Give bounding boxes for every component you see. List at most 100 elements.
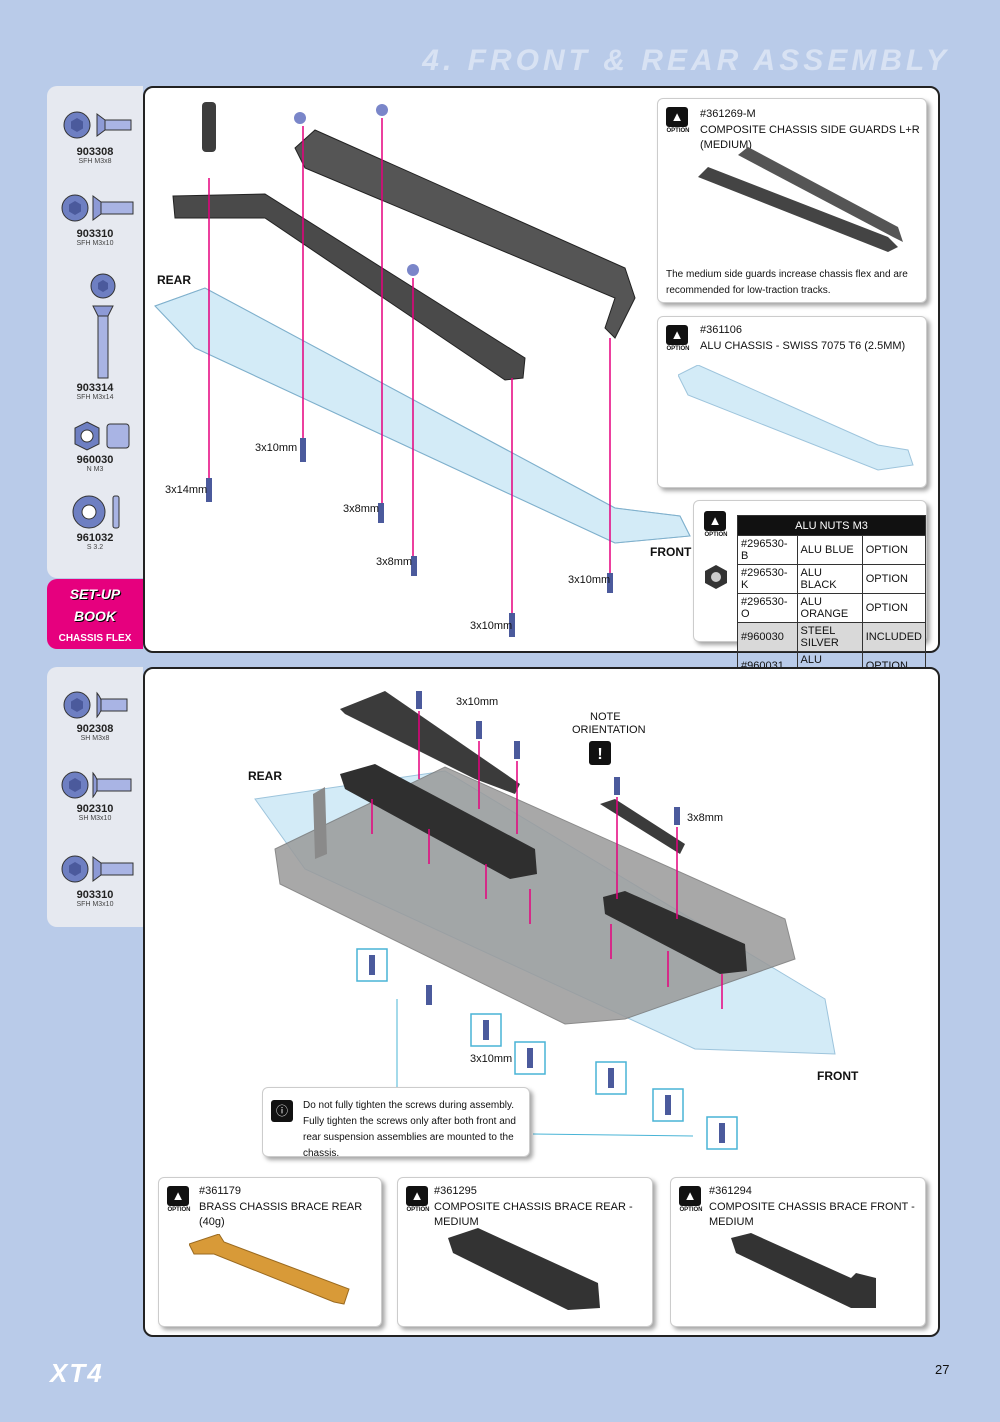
hardware-code: 903308 bbox=[76, 146, 114, 158]
rear-label: REAR bbox=[157, 273, 192, 287]
brand-logo: XT4 bbox=[50, 1358, 104, 1388]
setup-book-title: SET-UP bbox=[69, 586, 121, 602]
thumbs-up-icon: ▲OPTION bbox=[666, 325, 690, 352]
countersunk-screw-icon bbox=[63, 111, 132, 139]
hardware-item: 961032 S 3.2 bbox=[47, 492, 143, 551]
thumbs-up-icon: ▲OPTION bbox=[679, 1186, 703, 1213]
screw-size-label: 3x14mm bbox=[165, 484, 208, 496]
front-label: FRONT bbox=[650, 545, 692, 559]
button-head-screw-icon bbox=[63, 691, 128, 719]
hardware-desc: S 3.2 bbox=[86, 544, 104, 551]
brass-brace-image bbox=[189, 1234, 350, 1305]
screw-size-label: 3x8mm bbox=[687, 812, 724, 824]
countersunk-screw-icon bbox=[61, 855, 134, 883]
option-callout-side-guards: ▲OPTION #361269-M COMPOSITE CHASSIS SIDE… bbox=[657, 98, 927, 303]
upper-assembly-panel: REAR FRONT 3x10mm 3x14mm 3x8mm 3x8mm 3x1… bbox=[143, 86, 940, 681]
screw-size-label: 3x10mm bbox=[568, 574, 611, 586]
screw-size-label: 3x8mm bbox=[376, 556, 413, 568]
hardware-item: 903308 SFH M3x8 bbox=[47, 106, 143, 165]
chassis-exploded-drawing bbox=[154, 102, 691, 637]
thumbs-up-icon: ▲OPTION bbox=[406, 1186, 430, 1213]
setup-book-tab[interactable]: SET-UP BOOK CHASSIS FLEX bbox=[47, 579, 143, 649]
hardware-code: 903310 bbox=[76, 889, 114, 901]
setup-book-subtitle: CHASSIS FLEX bbox=[58, 633, 132, 644]
section-title: 4. FRONT & REAR ASSEMBLY bbox=[422, 44, 950, 77]
screw-size-label: 3x10mm bbox=[470, 620, 513, 632]
front-label: FRONT bbox=[817, 1069, 859, 1083]
hardware-code: 960030 bbox=[76, 454, 114, 466]
thumbs-up-icon: ▲OPTION bbox=[666, 107, 690, 134]
hardware-code: 961032 bbox=[76, 532, 114, 544]
screw-size-label: 3x10mm bbox=[456, 696, 499, 708]
assembly-tip-callout: ⓘ Do not fully tighten the screws during… bbox=[262, 1087, 530, 1159]
composite-brace-rear bbox=[340, 764, 537, 879]
part-number: #361294 bbox=[709, 1185, 752, 1197]
option-callout-alu-chassis: ▲OPTION #361106 ALU CHASSIS - SWISS 7075… bbox=[657, 316, 927, 488]
page-number: 27 bbox=[935, 1362, 950, 1377]
side-guard bbox=[274, 766, 796, 1025]
screw-size-label: 3x10mm bbox=[255, 442, 298, 454]
option-callout-composite-brace-rear: ▲OPTION #361295 COMPOSITE CHASSIS BRACE … bbox=[397, 1177, 653, 1327]
carbon-brace-front bbox=[600, 799, 685, 854]
hardware-item: 903314 SFH M3x14 bbox=[47, 272, 143, 401]
thumbs-up-icon: ▲OPTION bbox=[704, 511, 728, 538]
part-number: #361269-M bbox=[700, 108, 756, 120]
screw-size-label: 3x10mm bbox=[470, 1053, 513, 1065]
hardware-desc: SH M3x10 bbox=[78, 815, 112, 822]
screw-size-label: 3x8mm bbox=[343, 503, 380, 515]
hardware-item: 902308 SH M3x8 bbox=[47, 687, 143, 742]
tip-text: Do not fully tighten the screws during a… bbox=[303, 1100, 516, 1159]
hardware-desc: SFH M3x14 bbox=[76, 394, 114, 401]
countersunk-screw-icon bbox=[90, 273, 116, 379]
shim-icon bbox=[72, 495, 120, 529]
side-guard-left bbox=[172, 193, 526, 381]
brace-exploded-drawing: ! bbox=[254, 691, 836, 1150]
part-name: COMPOSITE CHASSIS SIDE GUARDS L+R (MEDIU… bbox=[700, 124, 920, 151]
alu-chassis-image bbox=[678, 365, 914, 471]
button-head-screw-icon bbox=[61, 771, 132, 799]
part-name: COMPOSITE CHASSIS BRACE REAR - MEDIUM bbox=[434, 1201, 633, 1228]
note-label: NOTE bbox=[590, 711, 621, 723]
hardware-sidebar-bottom: 902308 SH M3x8 902310 SH M3x10 903310 SF… bbox=[47, 667, 143, 927]
hardware-desc: SFH M3x10 bbox=[76, 901, 114, 908]
hardware-desc: SH M3x8 bbox=[80, 735, 110, 742]
hardware-code: 903310 bbox=[76, 228, 114, 240]
part-number: #361179 bbox=[199, 1185, 242, 1197]
side-guards-image bbox=[698, 147, 903, 252]
part-number: #361106 bbox=[700, 324, 743, 336]
hardware-code: 902310 bbox=[76, 803, 114, 815]
rear-label: REAR bbox=[248, 769, 283, 783]
composite-brace-front bbox=[603, 891, 747, 974]
lower-assembly-panel: ! REAR FRONT 3x10mm 3x8mm 3x10mm NOTE OR… bbox=[143, 667, 940, 1337]
hardware-code: 903314 bbox=[76, 382, 114, 394]
carbon-brace-rear bbox=[340, 691, 520, 794]
part-number: #361295 bbox=[434, 1185, 477, 1197]
warning-icon bbox=[589, 741, 611, 765]
part-name: ALU CHASSIS - SWISS 7075 T6 (2.5MM) bbox=[700, 340, 906, 352]
alu-nut-icon bbox=[705, 565, 727, 589]
callout-note: The medium side guards increase chassis … bbox=[666, 269, 908, 296]
hardware-item: 903310 SFH M3x10 bbox=[47, 849, 143, 908]
hardware-sidebar-top: 903308 SFH M3x8 903310 SFH M3x10 903314 … bbox=[47, 86, 143, 578]
countersunk-screw-icon bbox=[61, 194, 134, 222]
hardware-desc: SFH M3x10 bbox=[76, 240, 114, 247]
composite-brace-front-image bbox=[731, 1233, 876, 1308]
svg-text:!: ! bbox=[597, 746, 602, 763]
side-guard-right bbox=[294, 129, 636, 339]
table-title: ALU NUTS M3 bbox=[737, 515, 926, 536]
thumbs-up-icon: ▲OPTION bbox=[167, 1186, 191, 1213]
info-icon: ⓘ bbox=[271, 1100, 293, 1122]
hardware-desc: N M3 bbox=[86, 466, 104, 473]
hardware-desc: SFH M3x8 bbox=[78, 158, 112, 165]
hardware-item: 960030 N M3 bbox=[47, 418, 143, 473]
hardware-item: 902310 SH M3x10 bbox=[47, 767, 143, 822]
nut-icon bbox=[74, 421, 130, 451]
setup-book-title: BOOK bbox=[74, 608, 116, 624]
composite-brace-rear-image bbox=[448, 1228, 600, 1310]
part-name: COMPOSITE CHASSIS BRACE FRONT - MEDIUM bbox=[709, 1201, 915, 1228]
part-name: BRASS CHASSIS BRACE REAR (40g) bbox=[199, 1201, 363, 1228]
